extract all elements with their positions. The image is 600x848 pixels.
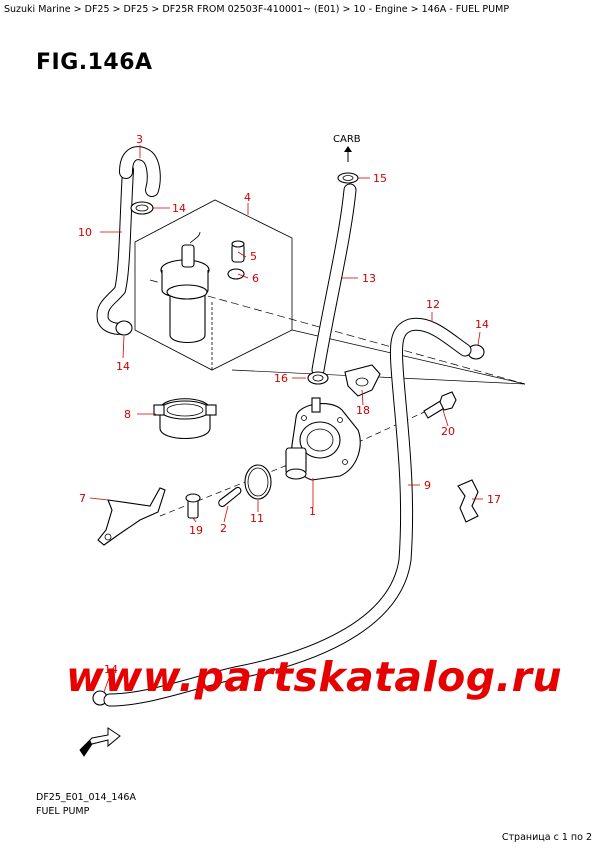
- hose-clamp-18: [344, 364, 381, 397]
- dashed-leaders: [149, 279, 526, 517]
- carb-arrow-icon: [344, 146, 352, 162]
- callout-14-bottom: 14: [104, 663, 118, 676]
- callout-9: 9: [424, 479, 431, 492]
- breadcrumb[interactable]: Suzuki Marine > DF25 > DF25 > DF25R FROM…: [4, 4, 510, 15]
- clip-15: [337, 172, 359, 184]
- clip-14-left: [115, 320, 133, 336]
- page-counter: Страница с 1 по 2: [501, 832, 592, 843]
- callout-13: 13: [362, 272, 376, 285]
- callout-15: 15: [373, 172, 387, 185]
- figure-title: FIG.146A: [36, 50, 153, 75]
- fuel-hose-12-9: [103, 317, 472, 707]
- callout-leaders: [89, 145, 483, 693]
- callout-16: 16: [274, 372, 288, 385]
- carb-label: CARB: [333, 134, 361, 145]
- callout-12: 12: [426, 298, 440, 311]
- callout-20: 20: [441, 425, 455, 438]
- clamp-17: [457, 479, 479, 523]
- footer-diagram-code: DF25_E01_014_146A: [36, 792, 136, 803]
- pump-bracket-8: [153, 398, 217, 439]
- pin-2: [218, 486, 242, 507]
- callout-10: 10: [78, 226, 92, 239]
- callout-7: 7: [79, 492, 86, 505]
- callout-14-right: 14: [475, 318, 489, 331]
- callout-8: 8: [124, 408, 131, 421]
- callout-18: 18: [356, 404, 370, 417]
- clip-16: [307, 371, 329, 385]
- callout-numbers: 3 4 5 6 10 14 14 14 14 15 13 12 16 18 8 …: [78, 133, 501, 676]
- clip-14-top: [130, 201, 154, 215]
- bracket-7: [97, 487, 166, 546]
- bolt-20: [423, 391, 457, 419]
- watermark: www.partskatalog.ru: [66, 653, 563, 701]
- callout-17: 17: [487, 493, 501, 506]
- callout-3: 3: [136, 133, 143, 146]
- filter-cap-5: [231, 240, 245, 263]
- bolt-19: [185, 493, 201, 519]
- callout-2: 2: [220, 522, 227, 535]
- callout-11: 11: [250, 512, 264, 525]
- clip-6: [227, 268, 245, 280]
- fuel-filter-4: [160, 231, 210, 344]
- callout-5: 5: [250, 250, 257, 263]
- callout-6: 6: [252, 272, 259, 285]
- fuel-hose-10: [96, 164, 134, 335]
- callout-4: 4: [244, 191, 251, 204]
- callout-1: 1: [309, 505, 316, 518]
- filter-box-outline: [134, 199, 293, 371]
- fwd-arrow-icon: [79, 727, 121, 757]
- callout-14-top: 14: [172, 202, 186, 215]
- fuel-pump-1: [285, 397, 361, 481]
- footer-diagram-name: FUEL PUMP: [36, 806, 90, 817]
- callout-14-left: 14: [116, 360, 130, 373]
- o-ring-11: [244, 464, 272, 500]
- hose-elbow-3: [119, 146, 161, 197]
- callout-19: 19: [189, 524, 203, 537]
- fuel-hose-13: [311, 183, 357, 377]
